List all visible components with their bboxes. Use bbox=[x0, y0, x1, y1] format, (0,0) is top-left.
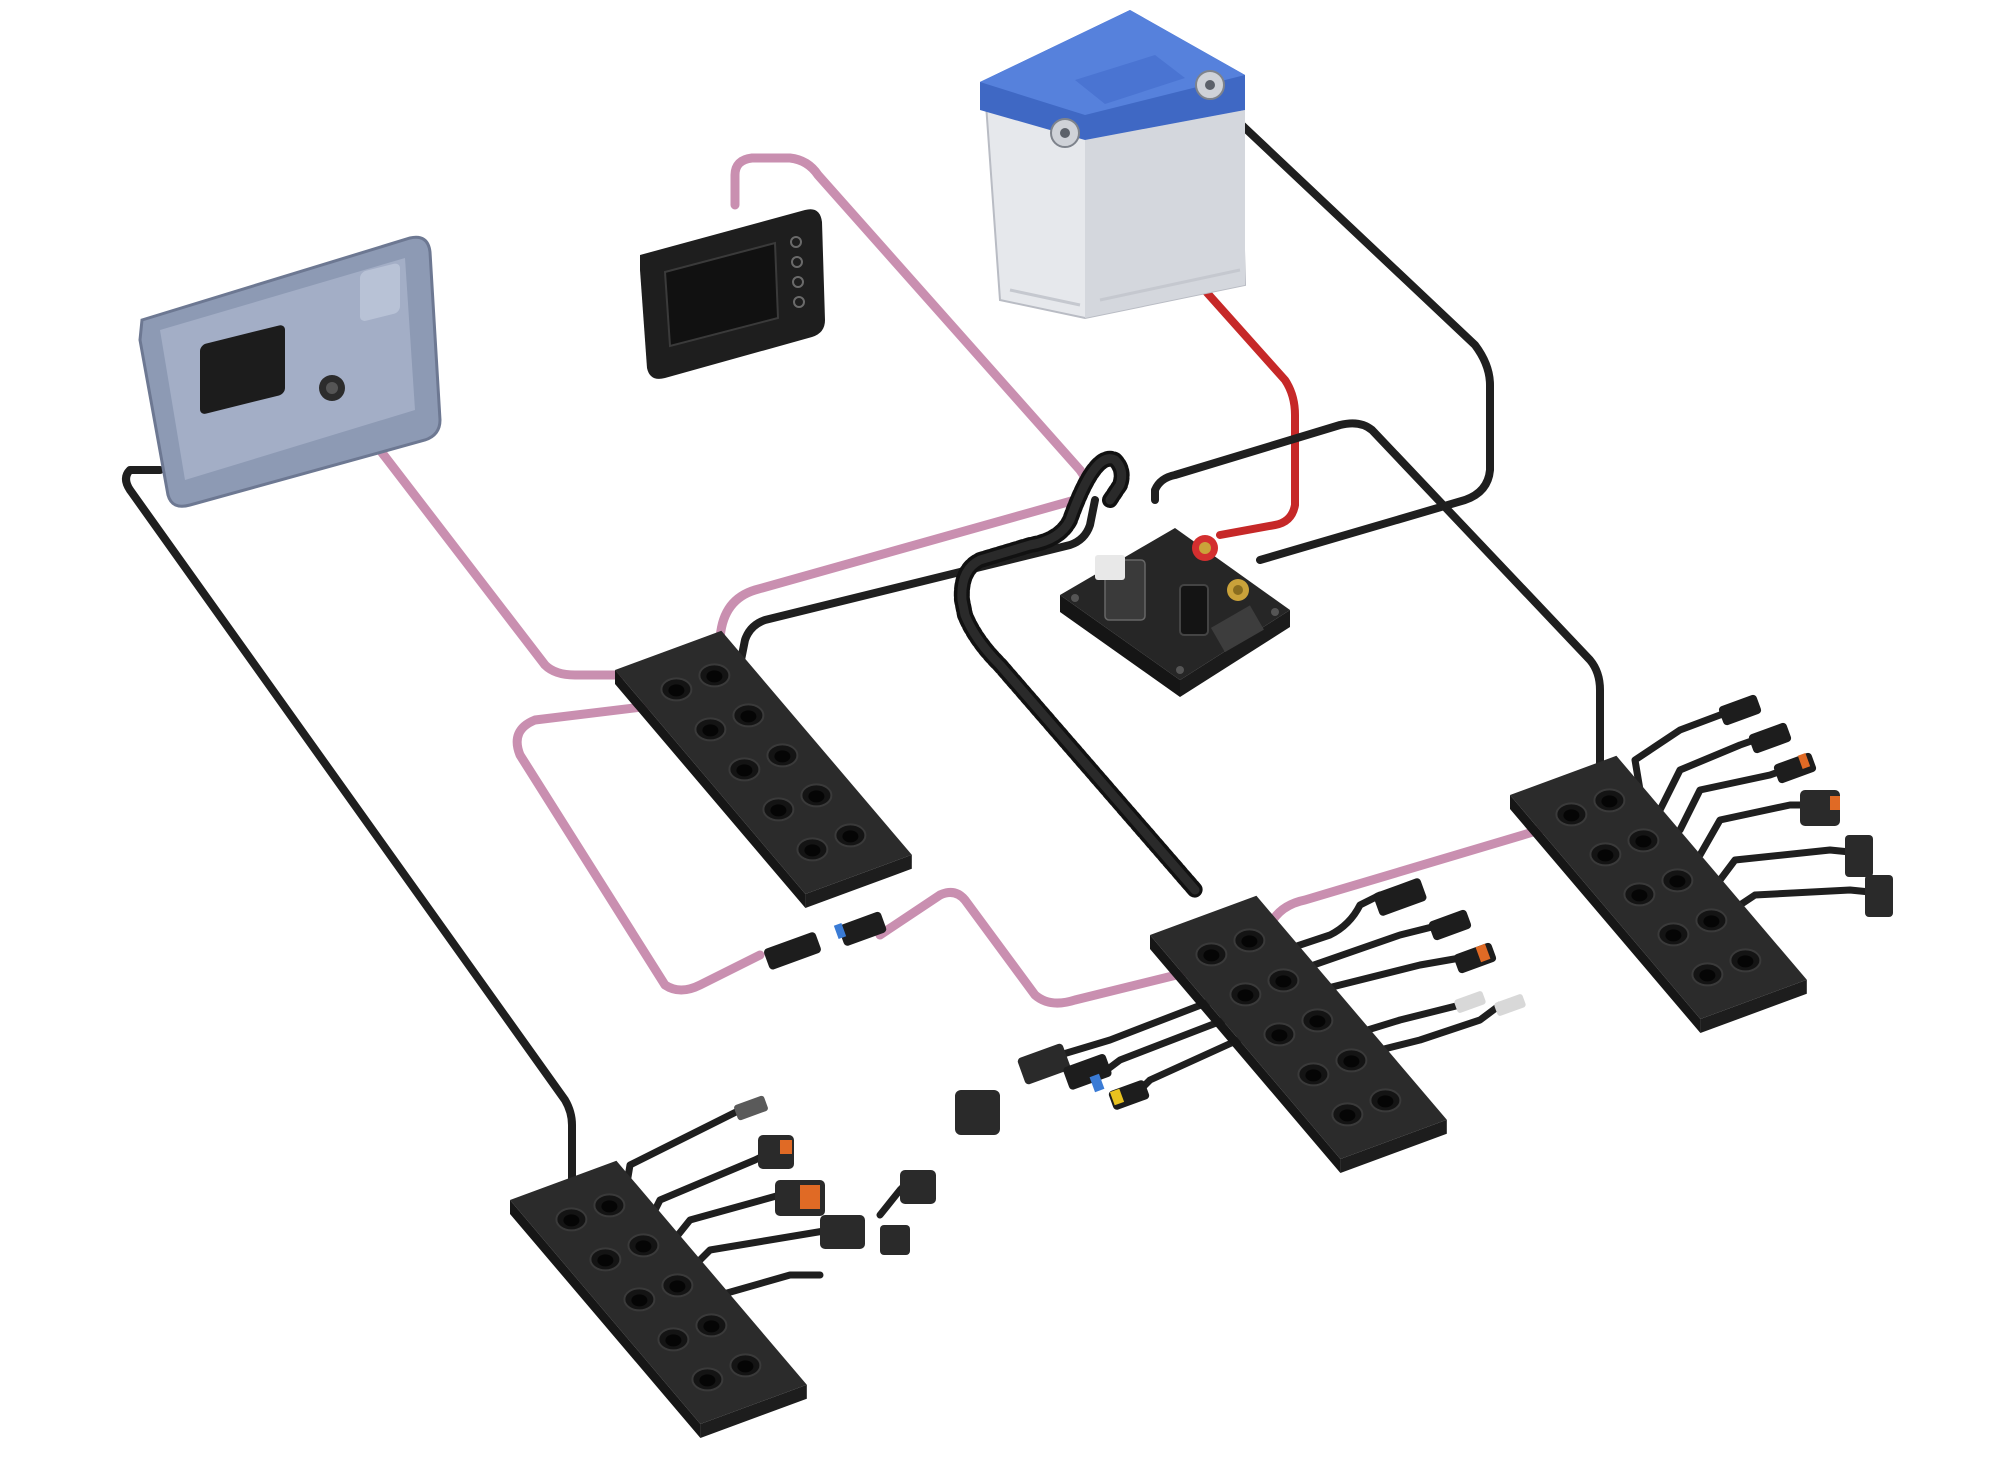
battery-case-side bbox=[1085, 110, 1245, 318]
hub-right-end bbox=[1700, 979, 1807, 1033]
hub-right-port-socket bbox=[1669, 875, 1686, 888]
display-mount-plate bbox=[360, 263, 400, 321]
hub-center-port-socket bbox=[1377, 1095, 1394, 1108]
keypad bbox=[640, 209, 825, 379]
right-hub-pigtail-6 bbox=[1736, 886, 1874, 909]
hub-right-side bbox=[1510, 795, 1701, 1033]
hub-top-port-socket bbox=[736, 764, 753, 777]
hub-top-port-socket bbox=[770, 804, 787, 817]
right-connector-ends bbox=[1718, 694, 1893, 917]
hub-bottom-left-port-socket bbox=[699, 1374, 716, 1387]
corrugated-cable-core bbox=[957, 454, 1200, 895]
hub-right-port-socket bbox=[1737, 955, 1754, 968]
center-connector-ends bbox=[955, 878, 1526, 1135]
black-cable-display-to-bl-hub bbox=[122, 466, 576, 1184]
hub-bottom-left-port-socket bbox=[635, 1240, 652, 1253]
keypad-buttons bbox=[790, 236, 805, 308]
power-module-gold-terminal bbox=[1227, 579, 1249, 601]
display-face bbox=[160, 258, 415, 480]
hub-top-port-socket bbox=[774, 750, 791, 763]
hub-bottom-left-port-socket bbox=[665, 1334, 682, 1347]
connector-hubs bbox=[510, 630, 1807, 1438]
display-unit bbox=[138, 235, 442, 508]
battery-negative-terminal bbox=[1195, 70, 1225, 100]
pink-cable-keypad-to-hub bbox=[715, 153, 1091, 677]
hub-center-port-socket bbox=[1271, 1029, 1288, 1042]
battery-positive-terminal bbox=[1050, 118, 1080, 148]
hub-right bbox=[1510, 755, 1807, 1033]
keypad-screen bbox=[663, 241, 780, 348]
inline-connector-pink-1 bbox=[763, 911, 887, 970]
hub-right-port-socket bbox=[1665, 929, 1682, 942]
hub-right-port-socket bbox=[1703, 915, 1720, 928]
hub-bottom-left-port-socket bbox=[597, 1254, 614, 1267]
pink-cable-display-to-hub bbox=[335, 393, 710, 705]
hub-center-port-socket bbox=[1241, 935, 1258, 948]
hub-center-port-socket bbox=[1339, 1109, 1356, 1122]
power-module bbox=[1060, 528, 1290, 697]
red-cable-battery-positive bbox=[1071, 141, 1299, 539]
hub-bottom-left-port-socket bbox=[601, 1200, 618, 1213]
bl-connector-ends bbox=[734, 1095, 936, 1255]
hub-bottom-left-port-socket bbox=[669, 1280, 686, 1293]
inline-connectors bbox=[734, 694, 1893, 1255]
hub-top-side bbox=[615, 670, 806, 908]
center-hub-pigtail-6 bbox=[1056, 986, 1244, 1059]
battery-ribs bbox=[1009, 268, 1241, 307]
hub-bottom-left bbox=[510, 1160, 807, 1438]
power-module-label-plate bbox=[1210, 605, 1264, 653]
hub-top-end bbox=[805, 854, 912, 908]
hub-bottom-left-end bbox=[700, 1384, 807, 1438]
hub-right-port-socket bbox=[1631, 889, 1648, 902]
power-module-switch bbox=[1179, 584, 1209, 636]
center-hub-pigtail-1 bbox=[1266, 891, 1384, 959]
hub-right-port-socket bbox=[1635, 835, 1652, 848]
power-module-red-terminal bbox=[1192, 535, 1218, 561]
display-connector-block bbox=[200, 325, 285, 414]
hub-top-port-socket bbox=[702, 724, 719, 737]
power-module-mount-holes bbox=[1071, 594, 1279, 674]
hub-right-port-socket bbox=[1699, 969, 1716, 982]
hub-top-port-socket bbox=[668, 684, 685, 697]
hub-center-port-socket bbox=[1305, 1069, 1322, 1082]
hub-right-port-socket bbox=[1601, 795, 1618, 808]
hub-right-port-socket bbox=[1597, 849, 1614, 862]
pink-cable-hub-to-hub bbox=[512, 695, 765, 995]
battery bbox=[980, 10, 1247, 320]
battery-lid-top bbox=[980, 10, 1245, 115]
hub-top-port-socket bbox=[804, 844, 821, 857]
hub-center-port-socket bbox=[1343, 1055, 1360, 1068]
hub-center-port-socket bbox=[1203, 949, 1220, 962]
hub-top-port-socket bbox=[706, 670, 723, 683]
center-hub-pigtail-2 bbox=[1281, 921, 1444, 979]
black-cable-module-to-right-hub bbox=[1151, 419, 1604, 774]
right-hub-pigtail-5 bbox=[1716, 846, 1854, 884]
hub-center-end bbox=[1340, 1119, 1447, 1173]
hub-bottom-left-port-socket bbox=[737, 1360, 754, 1373]
center-hub-pigtail-3 bbox=[1296, 954, 1464, 999]
black-cable-hub-to-module bbox=[736, 496, 1099, 669]
hub-top bbox=[615, 630, 912, 908]
hub-bottom-left-port-socket bbox=[631, 1294, 648, 1307]
black-cable-battery-negative bbox=[1206, 91, 1494, 564]
hub-right-port-socket bbox=[1563, 809, 1580, 822]
display-connector-port bbox=[319, 375, 345, 401]
hub-center-port-socket bbox=[1275, 975, 1292, 988]
battery-lid-bump bbox=[1075, 55, 1185, 104]
hub-bottom-left-port-socket bbox=[703, 1320, 720, 1333]
hub-bottom-left-port-socket bbox=[563, 1214, 580, 1227]
hub-center bbox=[1150, 895, 1447, 1173]
hub-top-port-socket bbox=[808, 790, 825, 803]
hub-center-side bbox=[1150, 935, 1341, 1173]
power-module-side-2 bbox=[1180, 610, 1290, 697]
hub-center-port-socket bbox=[1237, 989, 1254, 1002]
hub-center-port-socket bbox=[1309, 1015, 1326, 1028]
hub-bottom-left-side bbox=[510, 1200, 701, 1438]
power-module-side bbox=[1060, 595, 1180, 697]
hub-top-port-socket bbox=[740, 710, 757, 723]
hub-top-port-socket bbox=[842, 830, 859, 843]
power-module-white-plug bbox=[1095, 555, 1125, 580]
